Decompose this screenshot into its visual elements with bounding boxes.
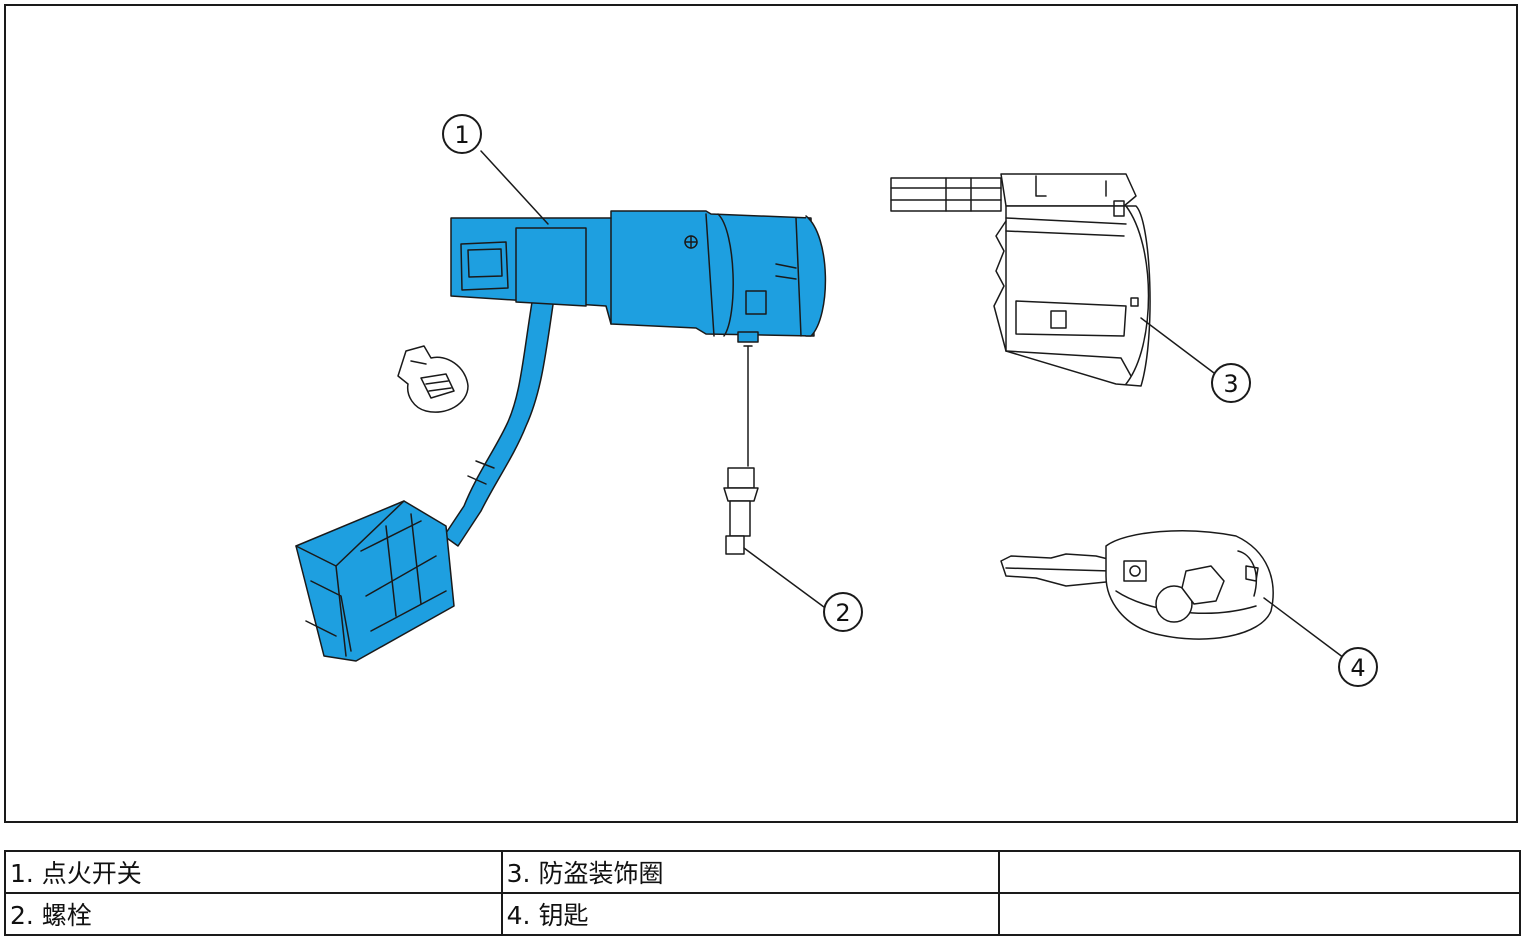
legend-cell-anti-theft-trim-ring: 3. 防盗装饰圈 <box>500 850 1001 894</box>
legend-cell-empty <box>998 892 1521 936</box>
legend-row: 1. 点火开关 3. 防盗装饰圈 <box>4 850 1521 894</box>
legend-cell-ignition-switch: 1. 点火开关 <box>4 850 503 894</box>
leader-line-4 <box>1263 597 1349 662</box>
parts-legend-table: 1. 点火开关 3. 防盗装饰圈 2. 螺栓 4. 钥匙 <box>4 850 1521 936</box>
key <box>1000 530 1274 640</box>
bolt <box>723 345 759 555</box>
anti-theft-trim-ring <box>890 173 1151 387</box>
leader-line-3 <box>1140 317 1219 377</box>
callout-number-4: 4 <box>1350 654 1365 682</box>
leader-line-2 <box>743 547 829 611</box>
callout-circle-2 <box>823 592 863 632</box>
callout-circle-3 <box>1211 363 1251 403</box>
small-clip-part <box>397 345 469 413</box>
callout-circle-1 <box>442 114 482 154</box>
legend-cell-empty <box>998 850 1521 894</box>
ignition-switch <box>295 210 827 662</box>
leader-lines <box>480 150 1349 662</box>
leader-line-1 <box>480 150 549 225</box>
legend-cell-bolt: 2. 螺栓 <box>4 892 503 936</box>
exploded-view-figure: 1 2 3 4 <box>4 4 1518 823</box>
callout-number-2: 2 <box>835 599 850 627</box>
legend-cell-key: 4. 钥匙 <box>500 892 1001 936</box>
callout-number-3: 3 <box>1223 370 1238 398</box>
callout-number-1: 1 <box>454 121 469 149</box>
callout-circle-4 <box>1338 647 1378 687</box>
legend-row: 2. 螺栓 4. 钥匙 <box>4 892 1521 936</box>
exploded-view-drawing: 1 2 3 4 <box>295 114 1378 687</box>
